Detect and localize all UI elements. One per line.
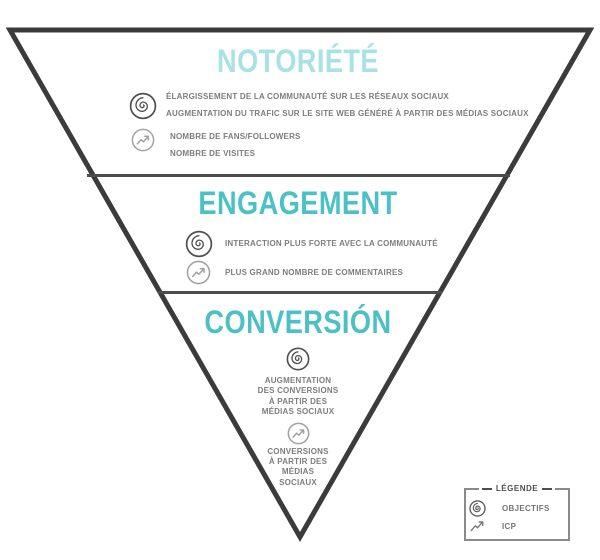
objective-line: À PARTIR DES xyxy=(268,396,328,406)
legend-box: LÉGENDE xyxy=(464,483,570,541)
icp-line: NOMBRE DE FANS/FOLLOWERS xyxy=(170,132,301,141)
icp-trending-up-icon xyxy=(186,260,210,285)
objective-line: DES CONVERSIONS xyxy=(257,386,339,396)
objectives-target-icon xyxy=(185,230,213,258)
objectives-target-icon xyxy=(286,347,310,371)
section-title-conversion: CONVERSIÓN xyxy=(204,304,392,340)
icp-trending-up-icon xyxy=(287,422,309,445)
legend-dash-right xyxy=(542,487,553,490)
objective-text-block: AUGMENTATION DES CONVERSIONS À PARTIR DE… xyxy=(198,376,398,417)
icp-line: CONVERSIONS xyxy=(267,447,329,456)
legend-item-icp: ICP xyxy=(502,522,517,531)
target-spiral-icon xyxy=(469,500,486,517)
objectives-target-icon xyxy=(129,92,157,120)
legend-item-objectifs: OBJECTIFS xyxy=(502,504,550,513)
section-title-notoriete: NOTORIÉTÉ xyxy=(216,43,380,79)
icp-line: SOCIAUX xyxy=(279,477,317,487)
icp-line: NOMBRE DE VISITES xyxy=(170,149,256,158)
icp-text-block: CONVERSIONS À PARTIR DES MÉDIAS SOCIAUX xyxy=(198,447,398,488)
objective-line: ÉLARGISSEMENT DE LA COMMUNAUTÉ SUR LES R… xyxy=(166,92,449,101)
objective-line: MÉDIAS SOCIAUX xyxy=(261,406,335,416)
icp-line: PLUS GRAND NOMBRE DE COMMENTAIRES xyxy=(225,268,404,277)
icp-line: MÉDIAS xyxy=(281,467,315,477)
objective-line: AUGMENTATION xyxy=(264,376,332,385)
objective-line: INTERACTION PLUS FORTE AVEC LA COMMUNAUT… xyxy=(225,239,438,248)
funnel-border xyxy=(5,27,595,543)
trending-up-arrow-icon xyxy=(470,521,484,532)
legend-title: LÉGENDE xyxy=(466,483,568,494)
icp-trending-up-icon xyxy=(131,128,155,152)
icp-line: À PARTIR DES xyxy=(268,457,328,467)
legend-dash-left xyxy=(481,487,492,490)
objective-line: AUGMENTATION DU TRAFIC SUR LE SITE WEB G… xyxy=(166,109,529,118)
legend-title-text: LÉGENDE xyxy=(495,484,539,493)
section-title-engagement: ENGAGEMENT xyxy=(198,185,398,221)
